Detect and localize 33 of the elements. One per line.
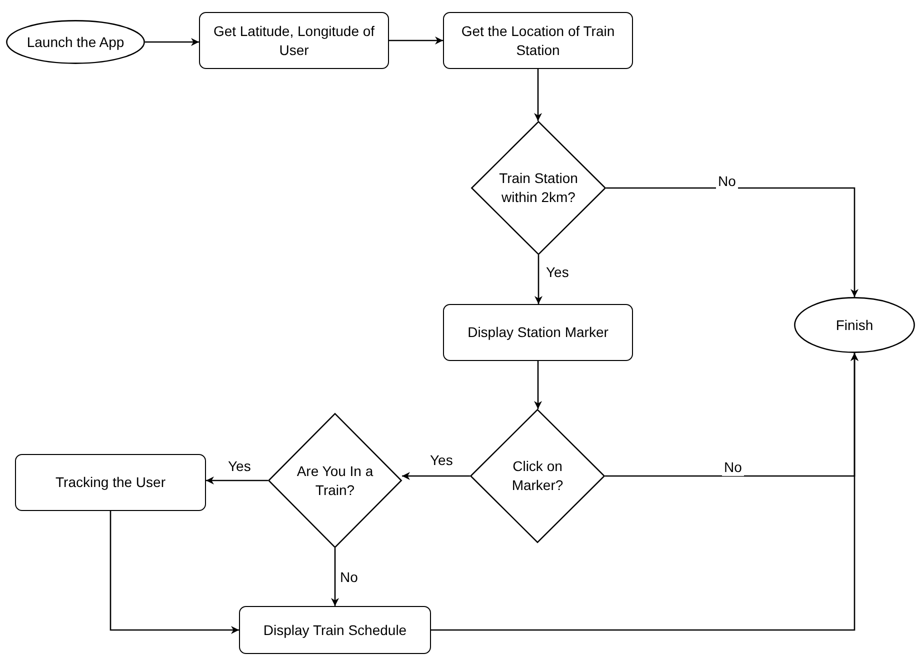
node-label: Launch the App: [26, 32, 124, 52]
process-box: [443, 304, 633, 361]
node-label: Get the Location of Train Station: [460, 22, 616, 60]
terminal-ellipse: [794, 297, 915, 353]
arrow: [402, 472, 470, 480]
arrow: [110, 511, 239, 634]
arrow: [431, 353, 858, 631]
process-box: [239, 606, 431, 654]
arrow: [206, 476, 268, 484]
process-box: [443, 12, 633, 69]
arrow: [606, 187, 858, 297]
decision-diamond: [471, 121, 606, 255]
arrow: [534, 69, 542, 121]
decision-diamond: [470, 409, 605, 543]
node-label: Are You In a Train?: [296, 462, 374, 500]
edge-label: No: [716, 173, 738, 190]
process-box: [15, 454, 206, 511]
node-label: Tracking the User: [56, 473, 166, 492]
arrow: [331, 548, 339, 606]
arrow: [534, 255, 542, 304]
node-label: Get Latitude, Longitude of User: [212, 22, 376, 60]
node-label: Display Train Schedule: [263, 620, 407, 640]
node-label: Finish: [836, 316, 874, 334]
terminal-ellipse: [6, 20, 145, 64]
arrow: [534, 361, 542, 409]
arrow: [145, 38, 199, 46]
node-label: Display Station Marker: [468, 323, 608, 342]
process-box: [199, 12, 389, 69]
edge-label: No: [722, 459, 744, 476]
arrow: [389, 36, 443, 44]
node-label: Click on Marker?: [510, 457, 564, 495]
decision-diamond: [268, 413, 402, 548]
node-label: Train Station within 2km?: [498, 169, 579, 207]
